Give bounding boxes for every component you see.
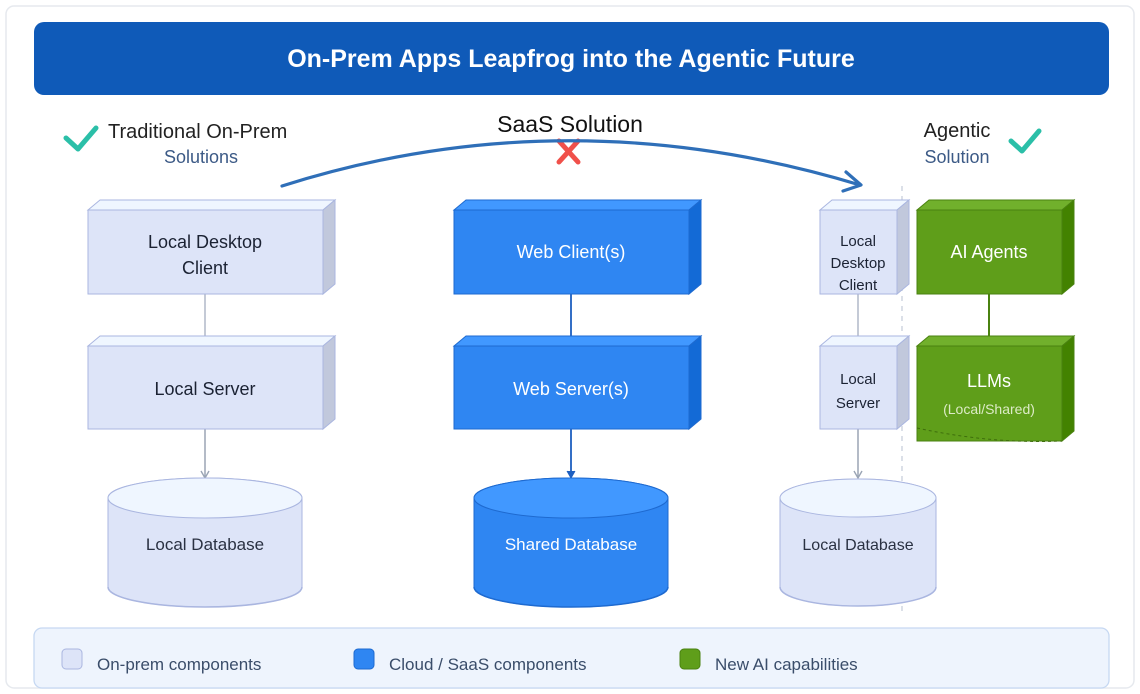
llms-box bbox=[915, 334, 1076, 443]
check-icon bbox=[63, 125, 99, 152]
agentic-client-label: Desktop bbox=[830, 255, 885, 272]
legend-label-saas: Cloud / SaaS components bbox=[389, 655, 587, 674]
saas-client-box bbox=[452, 198, 703, 296]
legend-label-ai: New AI capabilities bbox=[715, 655, 858, 674]
traditional-client-box bbox=[86, 198, 337, 296]
leapfrog-arc bbox=[280, 139, 862, 188]
traditional-header-title: Traditional On-Prem bbox=[108, 121, 287, 143]
cross-icon bbox=[556, 138, 581, 165]
title-banner bbox=[34, 22, 1109, 95]
traditional-header-subtitle: Solutions bbox=[164, 147, 238, 167]
agentic-client-label: Local bbox=[840, 233, 876, 250]
agentic-client-box bbox=[818, 198, 911, 296]
page-title: On-Prem Apps Leapfrog into the Agentic F… bbox=[287, 45, 855, 73]
agentic-header-title: Agentic bbox=[924, 120, 991, 142]
saas-header-title: SaaS Solution bbox=[497, 111, 643, 137]
llms-label: LLMs bbox=[967, 371, 1011, 391]
agentic-header-subtitle: Solution bbox=[924, 147, 989, 167]
traditional-client-label: Local Desktop bbox=[148, 232, 262, 252]
traditional-server-label: Local Server bbox=[154, 379, 255, 399]
traditional-server-box bbox=[86, 334, 337, 431]
leapfrog-arrowhead-icon bbox=[841, 170, 863, 193]
legend-label-onprem: On-prem components bbox=[97, 655, 261, 674]
saas-client-label: Web Client(s) bbox=[517, 242, 626, 262]
saas-database-cylinder bbox=[473, 477, 669, 608]
saas-server-label: Web Server(s) bbox=[513, 379, 629, 399]
agentic-server-box bbox=[818, 334, 911, 431]
legend-swatch-saas bbox=[353, 648, 375, 670]
legend-swatch-onprem bbox=[61, 648, 83, 670]
agentic-server-label: Server bbox=[836, 395, 880, 412]
saas-database-label: Shared Database bbox=[505, 535, 637, 554]
agentic-server-label: Local bbox=[840, 371, 876, 388]
check-icon bbox=[1008, 128, 1042, 154]
agentic-database-label: Local Database bbox=[802, 537, 913, 554]
llms-sublabel: (Local/Shared) bbox=[943, 401, 1035, 417]
traditional-database-cylinder bbox=[107, 477, 303, 608]
legend-swatch-ai bbox=[679, 648, 701, 670]
agentic-client-label: Client bbox=[839, 277, 878, 294]
traditional-client-label: Client bbox=[182, 258, 228, 278]
ai-agents-box bbox=[915, 198, 1076, 296]
ai-agents-label: AI Agents bbox=[950, 242, 1027, 262]
legend-panel bbox=[33, 627, 1110, 689]
traditional-database-label: Local Database bbox=[146, 535, 264, 554]
agentic-database-cylinder bbox=[779, 478, 937, 607]
saas-server-box bbox=[452, 334, 703, 431]
